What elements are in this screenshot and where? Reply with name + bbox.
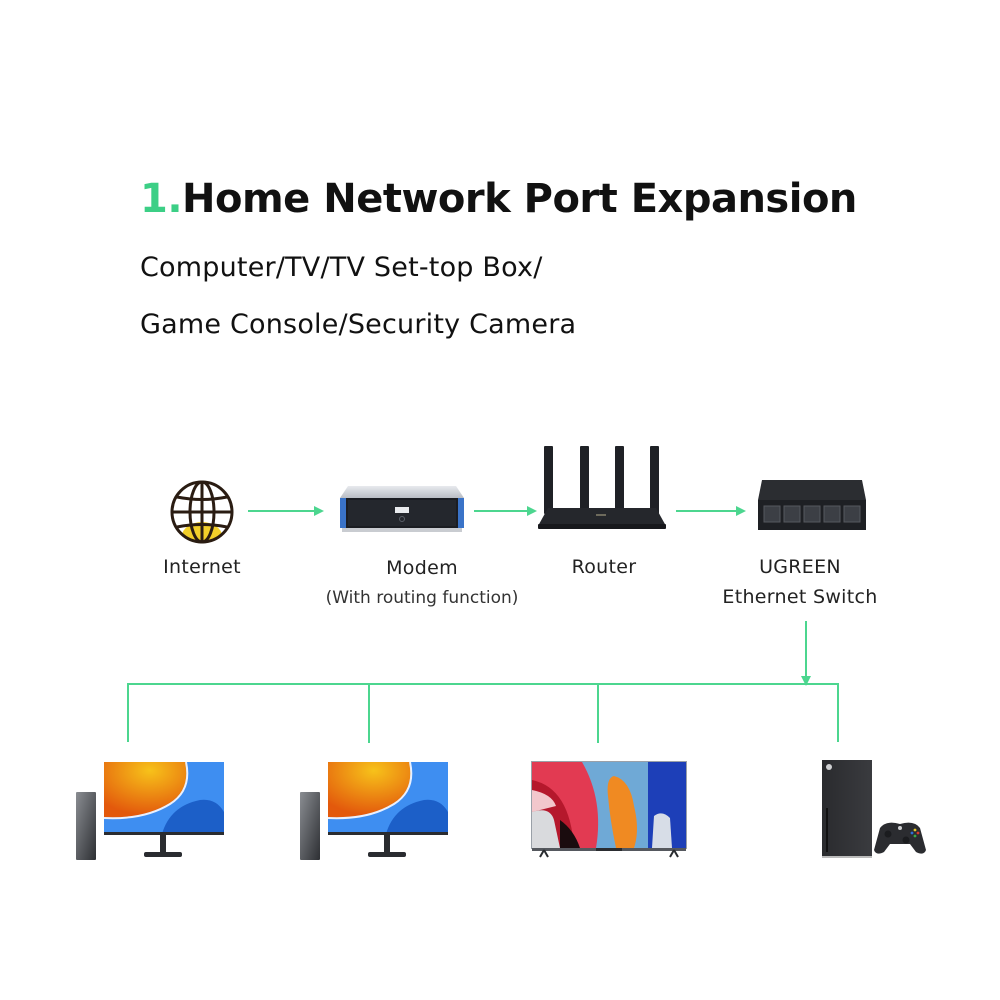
subtitle-line-2: Game Console/Security Camera [140, 309, 577, 340]
switch-label-line-1: UGREEN [759, 556, 841, 578]
modem-label: Modem [386, 557, 458, 579]
globe-icon [170, 480, 234, 544]
internet-label: Internet [163, 556, 241, 578]
subtitle-line-1: Computer/TV/TV Set-top Box/ [140, 252, 543, 283]
desktop-computer-icon [300, 762, 448, 860]
modem-icon [340, 486, 464, 532]
modem-sublabel: (With routing function) [325, 588, 519, 608]
television-icon [531, 761, 687, 858]
game-console-icon [822, 760, 926, 858]
router-label: Router [571, 556, 637, 578]
title-number: 1. [140, 176, 183, 222]
title-text: Home Network Port Expansion [182, 176, 857, 222]
page-title: 1.Home Network Port Expansion [140, 176, 857, 222]
desktop-computer-icon [76, 762, 224, 860]
router-icon [538, 446, 666, 529]
switch-label-line-2: Ethernet Switch [722, 586, 878, 608]
ethernet-switch-icon [758, 480, 866, 530]
